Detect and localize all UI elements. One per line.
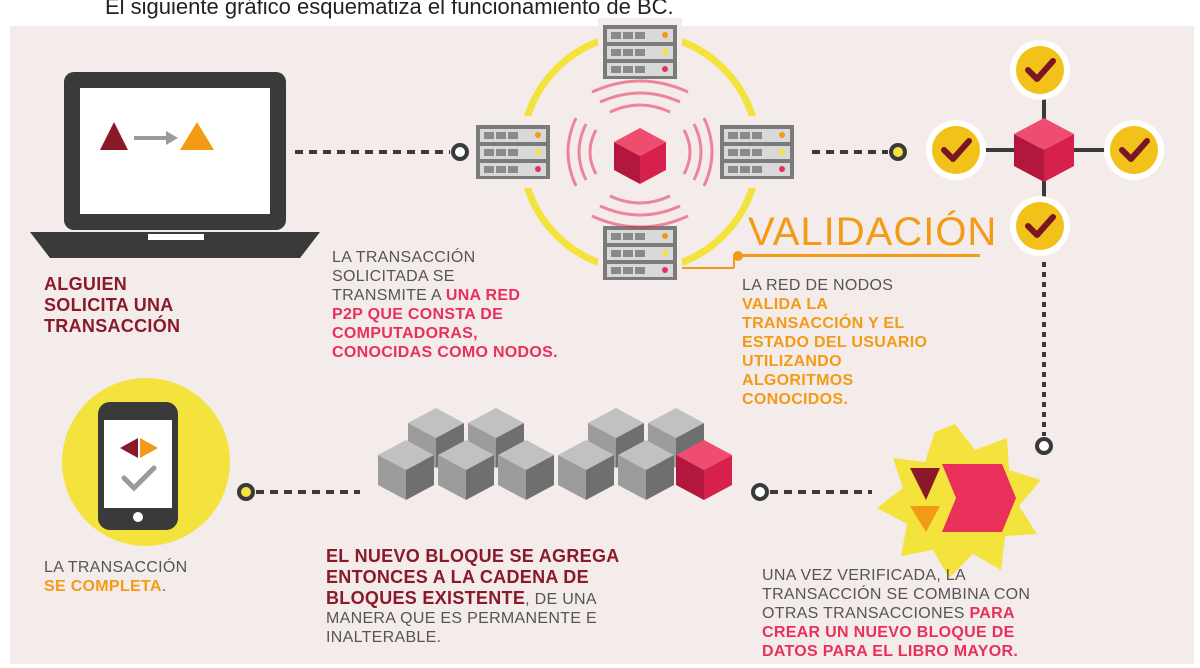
step5-text: , DE UNA (525, 591, 597, 608)
step5-highlight: BLOQUES EXISTENTE (326, 588, 526, 608)
validation-node (926, 40, 1164, 256)
check-icon (1010, 40, 1070, 100)
connector-1 (295, 143, 469, 161)
step1-line: SOLICITA UNA (44, 295, 174, 315)
smartphone-icon (62, 378, 230, 546)
step3-highlight: TRANSACCIÓN Y EL (742, 315, 905, 332)
step2-text: TRANSMITE A (332, 287, 446, 304)
step2-line: SOLICITADA SE (332, 268, 455, 285)
step1-label: ALGUIEN SOLICITA UNA TRANSACCIÓN (44, 274, 180, 337)
check-icon (1010, 196, 1070, 256)
step2-line: TRANSMITE A UNA RED (332, 286, 558, 305)
block-icon (614, 128, 666, 184)
check-icon (926, 120, 986, 180)
step5-line: MANERA QUE ES PERMANENTE E (326, 610, 597, 627)
check-icon (1104, 120, 1164, 180)
step2-highlight: P2P QUE CONSTA DE (332, 306, 504, 323)
step3-highlight: CONOCIDOS. (742, 391, 849, 408)
step5-label: EL NUEVO BLOQUE SE AGREGA ENTONCES A LA … (326, 546, 620, 647)
server-icon (603, 25, 677, 79)
new-block-icon (676, 440, 732, 500)
connector-5 (237, 483, 360, 501)
figure-caption: El siguiente gráfico esquematiza el func… (105, 0, 674, 19)
step4-line: TRANSACCIÓN SE COMBINA CON (762, 586, 1031, 603)
server-icon (476, 125, 550, 179)
step2-line: LA TRANSACCIÓN (332, 249, 476, 266)
step3-label: LA RED DE NODOS VALIDA LA TRANSACCIÓN Y … (742, 276, 927, 409)
starburst-icon (877, 424, 1041, 578)
step5-highlight: EL NUEVO BLOQUE SE AGREGA (326, 546, 620, 566)
step4-highlight: CREAR UN NUEVO BLOQUE DE (762, 624, 1015, 641)
step4-text: OTRAS TRANSACCIONES (762, 605, 970, 622)
step2-highlight: CONOCIDAS COMO NODOS. (332, 344, 558, 361)
step4-line: UNA VEZ VERIFICADA, LA (762, 567, 966, 584)
step5-line: BLOQUES EXISTENTE, DE UNA (326, 588, 620, 609)
server-icon (603, 226, 677, 280)
cube-stack-icon (378, 408, 732, 500)
step4-line: OTRAS TRANSACCIONES PARA (762, 604, 1030, 623)
validation-heading: VALIDACIÓN (748, 210, 998, 254)
server-icon (720, 125, 794, 179)
step2-highlight: UNA RED (445, 287, 521, 304)
connector-4 (751, 483, 872, 501)
step6-line: SE COMPLETA. (44, 577, 188, 596)
step3-highlight: VALIDA LA (742, 296, 829, 313)
step2-highlight: COMPUTADORAS, (332, 325, 478, 342)
step6-highlight: SE COMPLETA (44, 578, 162, 595)
step6-line: LA TRANSACCIÓN (44, 559, 188, 576)
step3-highlight: ESTADO DEL USUARIO (742, 334, 928, 351)
laptop-icon (30, 72, 320, 258)
step1-line: ALGUIEN (44, 274, 128, 294)
step4-highlight: DATOS PARA EL LIBRO MAYOR. (762, 643, 1019, 660)
step1-line: TRANSACCIÓN (44, 316, 181, 336)
step6-label: LA TRANSACCIÓN SE COMPLETA. (44, 558, 188, 596)
step4-highlight: PARA (969, 605, 1015, 622)
validation-underline (740, 254, 980, 257)
connector-2 (812, 143, 907, 161)
p2p-network (470, 18, 800, 288)
step2-label: LA TRANSACCIÓN SOLICITADA SE TRANSMITE A… (332, 248, 558, 362)
step6-text: . (161, 578, 167, 595)
connector-3 (1035, 262, 1053, 455)
step3-highlight: ALGORITMOS (742, 372, 854, 389)
step5-line: INALTERABLE. (326, 629, 442, 646)
block-icon (1014, 118, 1074, 182)
step3-line: LA RED DE NODOS (742, 277, 894, 294)
step4-label: UNA VEZ VERIFICADA, LA TRANSACCIÓN SE CO… (762, 566, 1030, 661)
step5-highlight: ENTONCES A LA CADENA DE (326, 567, 589, 587)
validation-pointer (682, 251, 743, 269)
step3-highlight: UTILIZANDO (742, 353, 842, 370)
